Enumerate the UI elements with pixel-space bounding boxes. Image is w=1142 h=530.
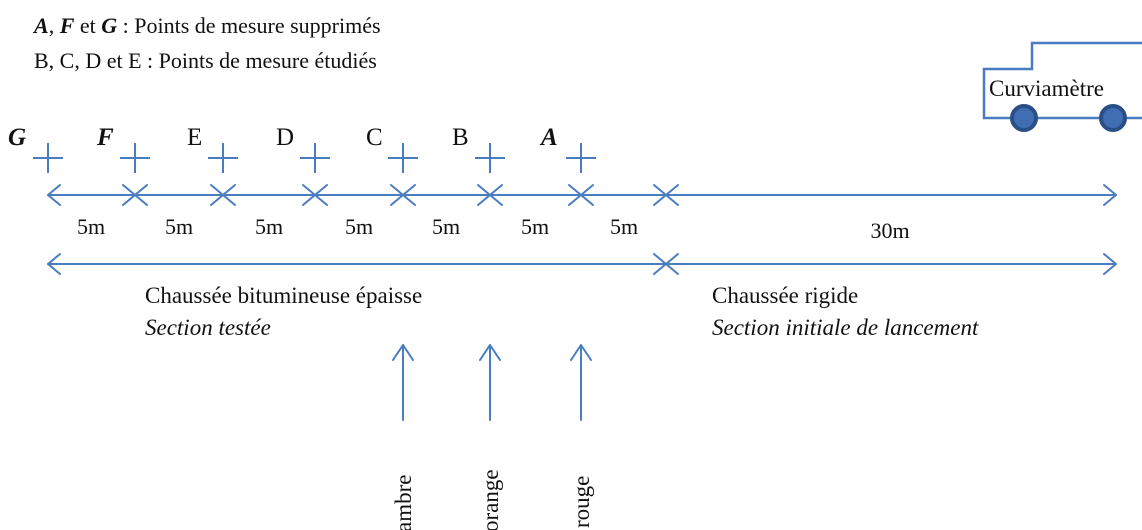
point-b-cross-icon xyxy=(475,143,505,173)
point-g-label: G xyxy=(8,124,26,151)
point-a-cross-icon xyxy=(566,143,596,173)
legend-conj: et xyxy=(74,13,101,38)
marker-label-ambre: ambre xyxy=(391,475,416,530)
point-f: F xyxy=(96,124,150,173)
point-f-cross-icon xyxy=(120,143,150,173)
point-a: A xyxy=(539,124,596,173)
curviametre-vehicle: Curviamètre xyxy=(984,43,1142,130)
point-f-label: F xyxy=(96,124,114,151)
measurement-points: G F E D C B A xyxy=(8,124,596,173)
point-d: D xyxy=(276,124,330,173)
point-c-cross-icon xyxy=(388,143,418,173)
segment-label: 5m xyxy=(345,214,373,239)
section-launch-name: Chaussée rigide xyxy=(712,283,858,308)
section-span-line xyxy=(48,254,1116,274)
point-g-cross-icon xyxy=(33,143,63,173)
segment-label: 5m xyxy=(521,214,549,239)
section-launch: Chaussée rigide Section initiale de lanc… xyxy=(712,283,979,340)
legend-removed-points: A, F et G : Points de mesure supprimés xyxy=(32,13,381,38)
point-c-label: C xyxy=(366,124,383,151)
marker-arrow-ambre-icon xyxy=(393,345,413,420)
legend-id-g: G xyxy=(101,13,117,38)
section-tested-name: Chaussée bitumineuse épaisse xyxy=(145,283,422,308)
point-d-label: D xyxy=(276,124,294,151)
segment-label: 5m xyxy=(432,214,460,239)
point-e: E xyxy=(187,124,238,173)
point-g: G xyxy=(8,124,63,173)
legend-sep: , xyxy=(49,13,60,38)
point-e-cross-icon xyxy=(208,143,238,173)
segment-label: 5m xyxy=(77,214,105,239)
point-d-cross-icon xyxy=(300,143,330,173)
point-c: C xyxy=(366,124,418,173)
vehicle-label: Curviamètre xyxy=(989,76,1104,101)
marker-arrows xyxy=(393,345,591,420)
segment-label: 5m xyxy=(610,214,638,239)
legend-removed-text: : Points de mesure supprimés xyxy=(117,13,380,38)
point-b: B xyxy=(452,124,505,173)
marker-arrow-rouge-icon xyxy=(571,345,591,420)
front-wheel-icon xyxy=(1012,106,1036,130)
segment-label: 5m xyxy=(255,214,283,239)
section-launch-subtitle: Section initiale de lancement xyxy=(712,315,979,340)
legend-id-f: F xyxy=(59,13,75,38)
legend-studied-points: B, C, D et E : Points de mesure étudiés xyxy=(34,48,377,73)
legend-id-a: A xyxy=(32,13,49,38)
segment-label: 5m xyxy=(165,214,193,239)
rear-wheel-icon xyxy=(1101,106,1125,130)
marker-label-rouge: rouge xyxy=(569,476,594,528)
segment-labels: 5m 5m 5m 5m 5m 5m 5m 30m xyxy=(77,214,910,243)
point-b-label: B xyxy=(452,124,469,151)
section-tested: Chaussée bitumineuse épaisse Section tes… xyxy=(145,283,422,340)
marker-labels: ambre orange rouge xyxy=(391,469,594,530)
point-a-label: A xyxy=(539,124,558,151)
point-e-label: E xyxy=(187,124,202,151)
segment-label: 30m xyxy=(870,218,909,243)
section-tested-subtitle: Section testée xyxy=(145,315,271,340)
marker-arrow-orange-icon xyxy=(480,345,500,420)
distance-dimension-line xyxy=(48,185,1116,205)
marker-label-orange: orange xyxy=(478,469,503,530)
